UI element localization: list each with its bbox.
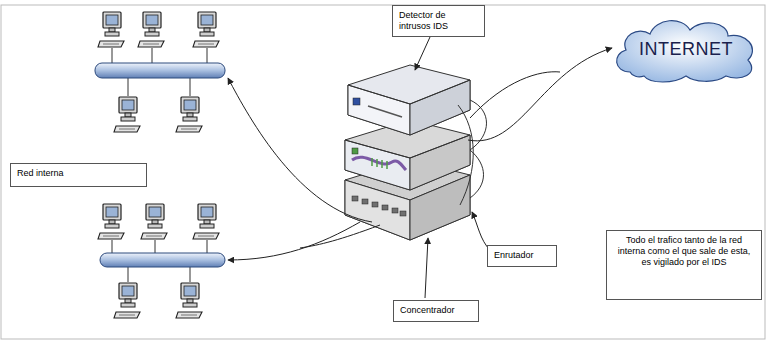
callout-text: Enrutador xyxy=(494,250,550,261)
callout-box: Red interna xyxy=(10,163,147,187)
callout-box: Enrutador xyxy=(487,245,557,267)
network-bus xyxy=(100,253,225,267)
computer-icon xyxy=(114,283,140,318)
link-arrow xyxy=(228,78,372,222)
link-line xyxy=(300,225,380,248)
computer-icon xyxy=(141,204,167,239)
network-bottom xyxy=(98,204,225,318)
device-stack xyxy=(345,65,487,240)
computer-icon xyxy=(176,283,202,318)
link-arrow xyxy=(468,48,612,141)
computer-icon xyxy=(176,97,202,132)
leader-arrow xyxy=(415,37,430,70)
computer-icon xyxy=(98,12,124,47)
computer-icon xyxy=(98,204,124,239)
computer-icon xyxy=(114,97,140,132)
cloud-label: INTERNET xyxy=(639,39,733,60)
leader-arrow xyxy=(425,238,428,298)
callout-box: Todo el trafico tanto de la red interna … xyxy=(606,230,762,300)
link-arrow xyxy=(228,222,360,260)
callout-text: Red interna xyxy=(17,168,140,179)
computer-icon xyxy=(193,12,219,47)
frame xyxy=(1,5,765,339)
network-bus xyxy=(95,63,225,78)
callout-text: Concentrador xyxy=(400,305,472,316)
callout-text: Detector de intrusos IDS xyxy=(399,10,478,32)
computer-icon xyxy=(193,204,219,239)
callout-text: Todo el trafico tanto de la red interna … xyxy=(613,235,755,268)
network-top xyxy=(95,12,225,132)
callout-box: Concentrador xyxy=(393,300,479,322)
cloud-node: INTERNET xyxy=(610,14,762,84)
link-line xyxy=(470,72,560,118)
computer-icon xyxy=(138,12,164,47)
callout-box: Detector de intrusos IDS xyxy=(392,5,485,37)
